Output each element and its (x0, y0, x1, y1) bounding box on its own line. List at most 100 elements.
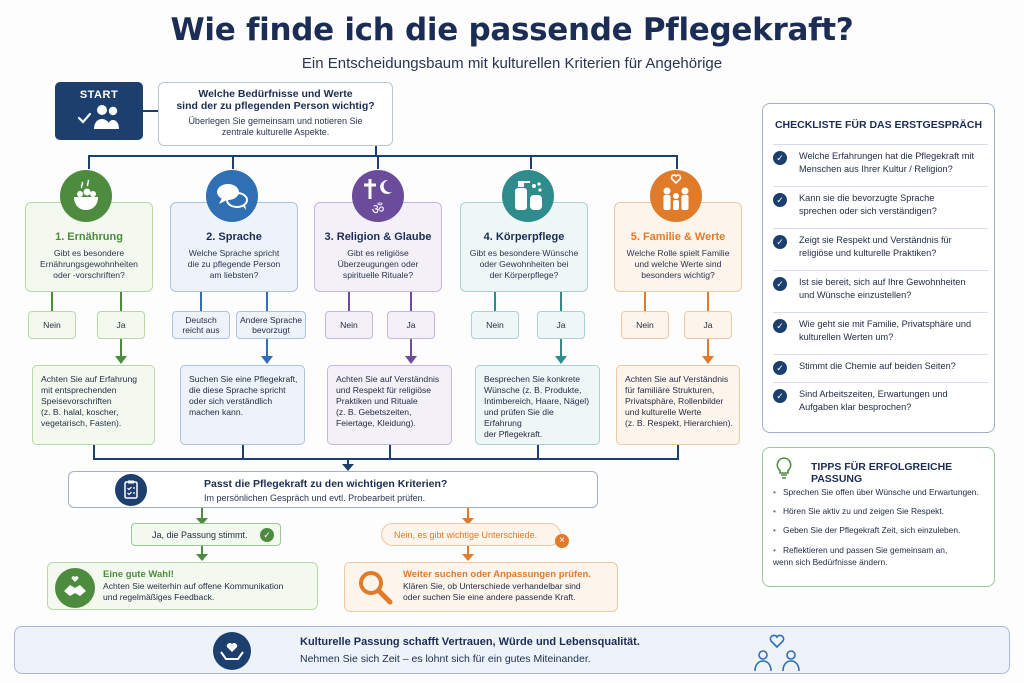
option-ja: Ja (684, 311, 732, 339)
check-circle-icon: ✓ (773, 277, 787, 291)
connector (707, 339, 709, 359)
arrow-head (196, 554, 208, 561)
yes-result-title: Eine gute Wahl! (103, 569, 174, 580)
connector (347, 458, 349, 467)
category-question: Gibt es religiöse Überzeugungen oder spi… (337, 248, 419, 280)
connector (200, 292, 202, 311)
option-deutsch: Deutsch reicht aus (172, 311, 230, 339)
category-title: 5. Familie & Werte (630, 231, 726, 243)
checklist-item: ✓Welche Erfahrungen hat die Pflegekraft … (773, 144, 988, 176)
checklist-item: ✓Sind Arbeitszeiten, Erwartungen und Auf… (773, 382, 988, 414)
svg-text:ॐ: ॐ (372, 202, 385, 218)
connector (467, 508, 469, 521)
tip-item: Hören Sie aktiv zu und zeigen Sie Respek… (773, 505, 944, 517)
no-branch-label: Nein, es gibt wichtige Unterschiede. (394, 530, 538, 540)
family-heart-icon (650, 170, 702, 222)
connector (232, 155, 234, 169)
connector (143, 110, 158, 112)
option-ja: Ja (387, 311, 435, 339)
pass-question-heading: Passt die Pflegekraft zu den wichtigen K… (204, 478, 448, 490)
connector (120, 292, 122, 311)
speech-bubbles-icon (206, 170, 258, 222)
tip-item: Geben Sie der Pflegekraft Zeit, sich ein… (773, 524, 960, 536)
category-question: Gibt es besondere Ernährungsgewohnheiten… (40, 248, 138, 280)
two-people-heart-icon (754, 634, 800, 672)
connector (120, 339, 122, 359)
check-circle-icon: ✓ (773, 361, 787, 375)
advice-sprache: Suchen Sie eine Pflegekraft, die diese S… (180, 365, 305, 445)
connector (348, 292, 350, 311)
checklist-heading: CHECKLISTE FÜR DAS ERSTGESPRÄCH (774, 119, 983, 131)
category-question: Gibt es besondere Wünsche oder Gewohnhei… (469, 248, 579, 280)
connector (389, 445, 391, 459)
option-nein: Nein (28, 311, 76, 339)
option-nein: Nein (471, 311, 519, 339)
connector (676, 155, 678, 169)
no-result-box: Weiter suchen oder Anpassungen prüfen. K… (344, 562, 618, 612)
connector (88, 155, 678, 157)
category-ernaehrung: 1. Ernährung Gibt es besondere Ernährung… (25, 202, 153, 292)
arrow-head (405, 356, 417, 364)
page-subtitle: Ein Entscheidungsbaum mit kulturellen Kr… (301, 55, 723, 72)
no-result-title: Weiter suchen oder Anpassungen prüfen. (403, 569, 591, 580)
option-nein: Nein (621, 311, 669, 339)
arrow-head (261, 356, 273, 364)
care-products-icon (502, 170, 554, 222)
connector (677, 445, 679, 459)
tips-panel: TIPPS FÜR ERFOLGREICHE PASSUNG Sprechen … (762, 447, 995, 587)
tip-item: Sprechen Sie offen über Wünsche und Erwa… (773, 486, 979, 498)
arrow-head (196, 518, 208, 525)
connector (242, 445, 244, 459)
connector (201, 508, 203, 521)
arrow-head (555, 356, 567, 364)
checklist-item: ✓Kann sie die bevorzugte Sprache spreche… (773, 186, 988, 218)
arrow-head (342, 464, 354, 471)
category-title: 1. Ernährung (55, 231, 123, 243)
connector (93, 445, 95, 459)
clipboard-check-icon (115, 474, 147, 506)
x-circle-icon: × (555, 534, 569, 548)
category-title: 2. Sprache (206, 231, 262, 243)
category-question: Welche Sprache spricht die zu pflegende … (187, 248, 281, 280)
connector (560, 292, 562, 311)
connector (93, 458, 679, 460)
religion-symbols-icon: ॐ (352, 170, 404, 222)
category-title: 4. Körperpflege (483, 231, 565, 243)
category-title: 3. Religion & Glaube (324, 231, 432, 243)
advice-koerperpflege: Besprechen Sie konkrete Wünsche (z. B. P… (475, 365, 600, 445)
connector (530, 155, 532, 169)
check-circle-icon: ✓ (773, 151, 787, 165)
checklist-item: ✓Wie geht sie mit Familie, Privatsphäre … (773, 312, 988, 344)
connector (51, 292, 53, 311)
check-circle-icon: ✓ (773, 235, 787, 249)
check-circle-icon: ✓ (260, 528, 274, 542)
connector (560, 339, 562, 359)
page-title: Wie finde ich die passende Pflegekraft? (170, 12, 854, 48)
checklist-item: ✓Stimmt die Chemie auf beiden Seiten? (773, 354, 988, 375)
connector (494, 292, 496, 311)
option-ja: Ja (97, 311, 145, 339)
yes-branch-label-box: Ja, die Passung stimmt. ✓ (131, 523, 281, 546)
checklist-item: ✓Zeigt sie Respekt und Verständnis für r… (773, 228, 988, 260)
check-circle-icon: ✓ (773, 319, 787, 333)
connector (410, 292, 412, 311)
connector (537, 445, 539, 459)
lightbulb-icon (776, 457, 792, 479)
connector (410, 339, 412, 359)
advice-religion: Achten Sie auf Verständnis und Respekt f… (327, 365, 452, 445)
category-question: Welche Rolle spielt Familie und welche W… (626, 248, 730, 280)
connector (467, 546, 469, 556)
tips-heading: TIPPS FÜR ERFOLGREICHE PASSUNG (811, 461, 953, 485)
footer-line1: Kulturelle Passung schafft Vertrauen, Wü… (300, 636, 640, 648)
first-question-box: Welche Bedürfnisse und Werte sind der zu… (158, 82, 393, 146)
first-question-text: Überlegen Sie gemeinsam und notieren Sie… (188, 116, 363, 137)
checklist-item: ✓Ist sie bereit, sich auf Ihre Gewohnhei… (773, 270, 988, 302)
first-question-heading: Welche Bedürfnisse und Werte sind der zu… (176, 88, 375, 112)
connector (707, 292, 709, 311)
connector (377, 155, 379, 169)
advice-ernaehrung: Achten Sie auf Erfahrung mit entsprechen… (32, 365, 155, 445)
footer-line2: Nehmen Sie sich Zeit – es lohnt sich für… (300, 653, 591, 665)
connector (201, 546, 203, 556)
magnifier-icon (359, 571, 393, 605)
